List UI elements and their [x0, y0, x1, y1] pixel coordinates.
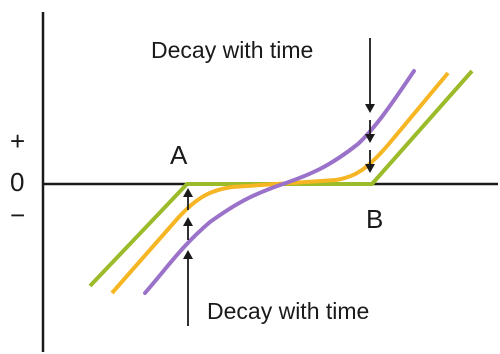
- plus-sign: +: [10, 126, 26, 156]
- point-b-label: B: [366, 204, 384, 234]
- decay-label-bottom: Decay with time: [207, 298, 370, 324]
- top-decay-arrow: [365, 38, 375, 173]
- minus-sign: −: [10, 200, 26, 230]
- decay-label-top: Decay with time: [151, 37, 314, 63]
- bottom-decay-arrow: [183, 188, 193, 326]
- purple-curve: [143, 69, 416, 295]
- point-a-label: A: [170, 140, 188, 170]
- zero-label: 0: [10, 167, 25, 197]
